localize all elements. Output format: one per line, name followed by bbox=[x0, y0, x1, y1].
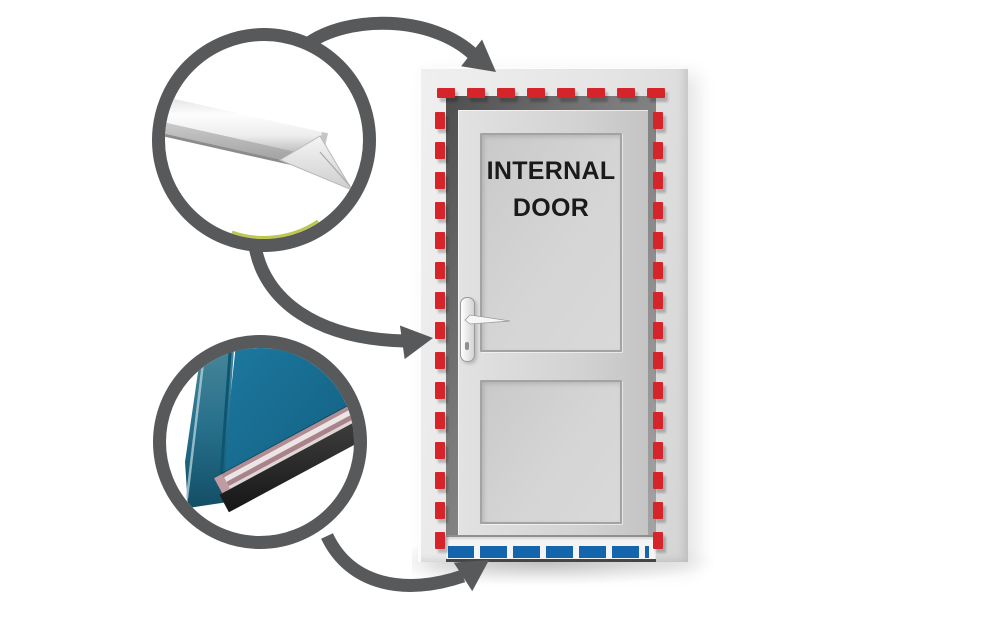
perimeter-seal-dash bbox=[435, 502, 445, 519]
bottom-seal-dash bbox=[513, 546, 540, 558]
perimeter-seal-dash bbox=[653, 322, 663, 339]
perimeter-seal-dash bbox=[653, 502, 663, 519]
bottom-seal-dash bbox=[480, 546, 507, 558]
perimeter-seal-dash bbox=[435, 112, 445, 129]
door-handle-plate bbox=[460, 297, 475, 362]
aluminium-seal-photo bbox=[165, 87, 354, 192]
door-handle-lever-icon bbox=[464, 314, 511, 325]
perimeter-seal-dash bbox=[435, 442, 445, 459]
door-bottom-gap bbox=[446, 559, 656, 562]
perimeter-seal-dash bbox=[527, 88, 545, 98]
perimeter-seal-dash bbox=[435, 292, 445, 309]
perimeter-seal-dash bbox=[653, 232, 663, 249]
bottom-seal-dash bbox=[579, 546, 606, 558]
perimeter-seal-dash bbox=[435, 262, 445, 279]
door-opening: INTERNAL DOOR bbox=[446, 96, 656, 562]
perimeter-seal-dash bbox=[435, 232, 445, 249]
perimeter-seal-dash bbox=[653, 262, 663, 279]
perimeter-seal-dash bbox=[435, 202, 445, 219]
perimeter-seal-dash bbox=[653, 412, 663, 429]
bottom-seal-dash bbox=[448, 546, 474, 558]
bottom-seal-dash bbox=[645, 546, 649, 558]
perimeter-seal-dash bbox=[647, 88, 665, 98]
lime-highlight-arc bbox=[231, 219, 319, 239]
keyhole-icon bbox=[465, 342, 469, 350]
perimeter-seal-dash bbox=[497, 88, 515, 98]
bottom-seal-dash bbox=[612, 546, 639, 558]
perimeter-seal-dash bbox=[653, 112, 663, 129]
door-label: INTERNAL DOOR bbox=[482, 153, 620, 227]
perimeter-seal-dash bbox=[653, 292, 663, 309]
bottom-seal-strip bbox=[446, 537, 656, 559]
perimeter-seal-dash bbox=[587, 88, 605, 98]
door-label-line1: INTERNAL bbox=[486, 157, 616, 185]
bottom-seal-dash bbox=[546, 546, 573, 558]
perimeter-seal-dash bbox=[467, 88, 485, 98]
curved-arrow-middle bbox=[248, 244, 433, 360]
perimeter-seal-dash bbox=[617, 88, 635, 98]
door-slab: INTERNAL DOOR bbox=[458, 110, 648, 535]
brush-seal-photo bbox=[185, 348, 354, 513]
perimeter-seal-dash bbox=[437, 88, 455, 98]
perimeter-seal-dash bbox=[435, 412, 445, 429]
perimeter-seal-dash bbox=[435, 322, 445, 339]
perimeter-seal-dash bbox=[653, 382, 663, 399]
door-label-line2: DOOR bbox=[512, 194, 590, 222]
perimeter-seal-dash bbox=[653, 472, 663, 489]
perimeter-seal-dash bbox=[653, 532, 663, 549]
perimeter-seal-dash bbox=[435, 532, 445, 549]
perimeter-seal-dash bbox=[653, 142, 663, 159]
perimeter-seal-dash bbox=[653, 442, 663, 459]
perimeter-seal-dash bbox=[435, 352, 445, 369]
perimeter-seal-dash bbox=[435, 472, 445, 489]
perimeter-seal-dash bbox=[435, 382, 445, 399]
door-frame: INTERNAL DOOR bbox=[418, 66, 688, 562]
perimeter-seal-dash bbox=[435, 142, 445, 159]
door-panel-bottom bbox=[480, 380, 622, 524]
perimeter-seal-dash bbox=[435, 172, 445, 189]
door-sill bbox=[446, 535, 656, 559]
perimeter-seal-dash bbox=[653, 202, 663, 219]
perimeter-seal-dash bbox=[557, 88, 575, 98]
inset-circle-bottom-seal bbox=[153, 335, 367, 549]
perimeter-seal-dash bbox=[653, 352, 663, 369]
perimeter-seal-dash bbox=[653, 172, 663, 189]
door-panel-top: INTERNAL DOOR bbox=[480, 133, 622, 352]
door-assembly: INTERNAL DOOR bbox=[418, 66, 688, 562]
inset-circle-frame-seal bbox=[152, 28, 376, 252]
